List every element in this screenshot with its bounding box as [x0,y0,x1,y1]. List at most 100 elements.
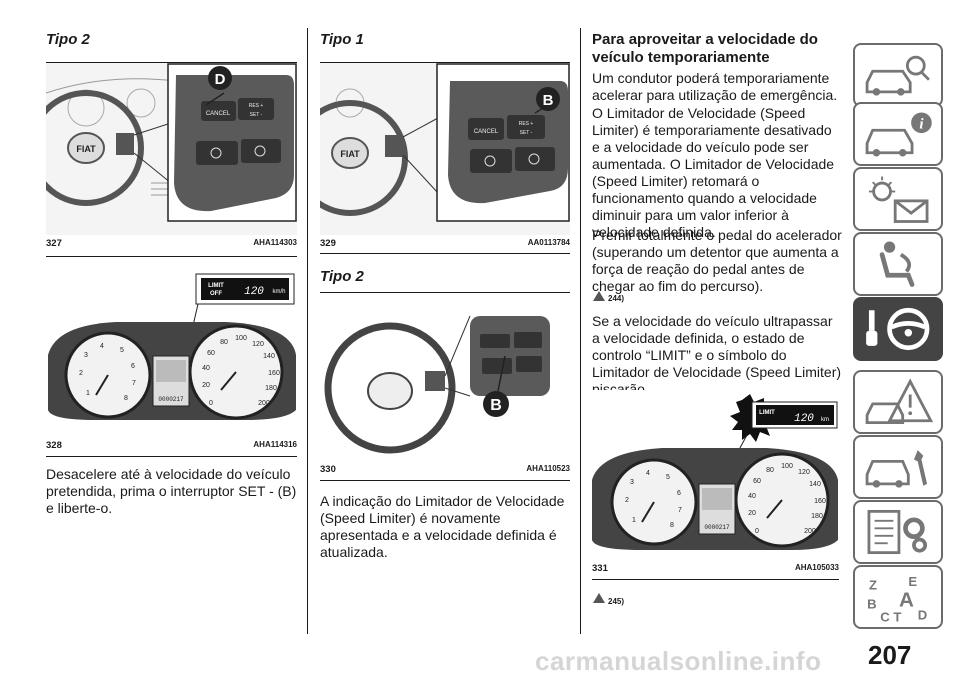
index-letter: C [880,609,890,624]
nav-tab-warning-lights[interactable] [853,167,943,231]
svg-text:0: 0 [755,528,759,535]
key-steering-wheel-icon [866,307,930,351]
warning-light-message-icon [868,176,929,223]
callout-b: B [490,397,502,414]
heading-rule [320,292,570,293]
figure-rule [46,256,297,257]
figure-code: AHA114316 [253,440,297,449]
svg-text:7: 7 [132,380,136,387]
svg-text:FIAT: FIAT [76,144,96,154]
svg-text:80: 80 [766,467,774,474]
technical-data-icon [867,509,928,555]
paragraph-decelerate: Desacelere até à velocidade do veículo p… [46,466,297,516]
figure-code: AA0113784 [527,238,570,247]
nav-tab-knowing-car[interactable] [853,43,943,107]
svg-text:120: 120 [798,469,810,476]
paragraph-indication: A indicação do Limitador de Velocidade (… [320,493,565,560]
svg-text:SET -: SET - [520,130,533,136]
svg-text:FIAT: FIAT [340,149,360,159]
svg-text:100: 100 [235,335,247,342]
figure-rule [46,456,297,457]
svg-text:120: 120 [252,341,264,348]
nav-tab-servicing[interactable] [853,435,943,499]
svg-text:5: 5 [666,474,670,481]
figure-code: AHA114303 [253,238,297,247]
svg-text:40: 40 [748,493,756,500]
svg-text:20: 20 [748,510,756,517]
svg-text:4: 4 [646,470,650,477]
svg-text:40: 40 [202,365,210,372]
figure-steering-wheel-tipo2: B [320,296,570,454]
svg-text:120: 120 [244,286,264,298]
svg-text:8: 8 [670,522,674,529]
paragraph: O Limitador de Velocidade (Speed Limiter… [592,105,835,240]
svg-text:60: 60 [207,350,215,357]
car-search-icon [865,55,930,96]
watermark: carmanualsonline.info [535,646,822,676]
seat-airbag-icon [879,241,915,287]
heading-rule [46,62,297,63]
nav-tab-emergency[interactable] [853,370,943,434]
figure-rule [592,579,839,580]
index-letter: D [918,608,927,623]
nav-tab-starting-driving[interactable] [853,297,943,361]
svg-text:7: 7 [678,507,682,514]
svg-text:1: 1 [86,390,90,397]
svg-text:80: 80 [220,339,228,346]
svg-text:LIMIT: LIMIT [759,410,775,416]
column-divider [580,28,581,634]
svg-text:0: 0 [209,400,213,407]
svg-text:180: 180 [265,385,277,392]
svg-text:0000217: 0000217 [704,524,730,531]
nav-tab-knowing-instrument-panel[interactable]: i [853,102,943,166]
svg-text:160: 160 [814,498,826,505]
alphabetical-index-icon: Z E A B C T D [867,574,927,625]
page-number: 207 [868,640,912,670]
callout-b: B [543,92,554,109]
figure-number: 331 [592,563,608,574]
svg-text:60: 60 [753,478,761,485]
warning-reference: 244) [592,290,624,303]
svg-text:200: 200 [804,528,816,535]
svg-text:OFF: OFF [210,291,222,297]
svg-text:5: 5 [120,347,124,354]
svg-text:140: 140 [809,481,821,488]
figure-number: 329 [320,238,336,249]
svg-text:20: 20 [202,382,210,389]
section-heading-tipo2: Tipo 2 [320,268,364,285]
svg-text:SET -: SET - [250,112,263,118]
figure-steering-controls-tipo2: FIAT CANCEL RES + SET - D [46,63,297,235]
svg-text:160: 160 [268,370,280,377]
paragraph: Se a velocidade do veículo ultrapassar a… [592,313,842,397]
svg-text:CANCEL: CANCEL [474,129,499,135]
nav-tab-safety[interactable] [853,232,943,296]
svg-text:200: 200 [258,400,270,407]
svg-text:120: 120 [794,413,814,425]
index-letter: A [899,588,914,611]
svg-text:180: 180 [811,513,823,520]
svg-text:km: km [821,417,829,423]
svg-text:i: i [919,116,924,132]
nav-tab-index[interactable]: Z E A B C T D [853,565,943,629]
car-info-icon: i [865,112,932,157]
svg-text:3: 3 [630,479,634,486]
index-letter: T [893,609,901,624]
car-breakdown-icon [865,378,934,425]
svg-text:km/h: km/h [272,289,285,295]
svg-text:6: 6 [677,490,681,497]
column-divider [307,28,308,634]
svg-text:LIMIT: LIMIT [208,283,224,289]
index-letter: B [867,596,876,611]
section-heading-tipo2: Tipo 2 [46,31,90,48]
svg-text:2: 2 [79,370,83,377]
svg-text:100: 100 [781,463,793,470]
heading-rule [320,62,570,63]
figure-rule [320,253,570,254]
fig1-cancel-label: CANCEL [206,111,231,117]
section-heading-tipo1: Tipo 1 [320,31,364,48]
warning-triangle-icon [593,291,605,301]
svg-text:2: 2 [625,497,629,504]
nav-tab-technical-data[interactable] [853,500,943,564]
